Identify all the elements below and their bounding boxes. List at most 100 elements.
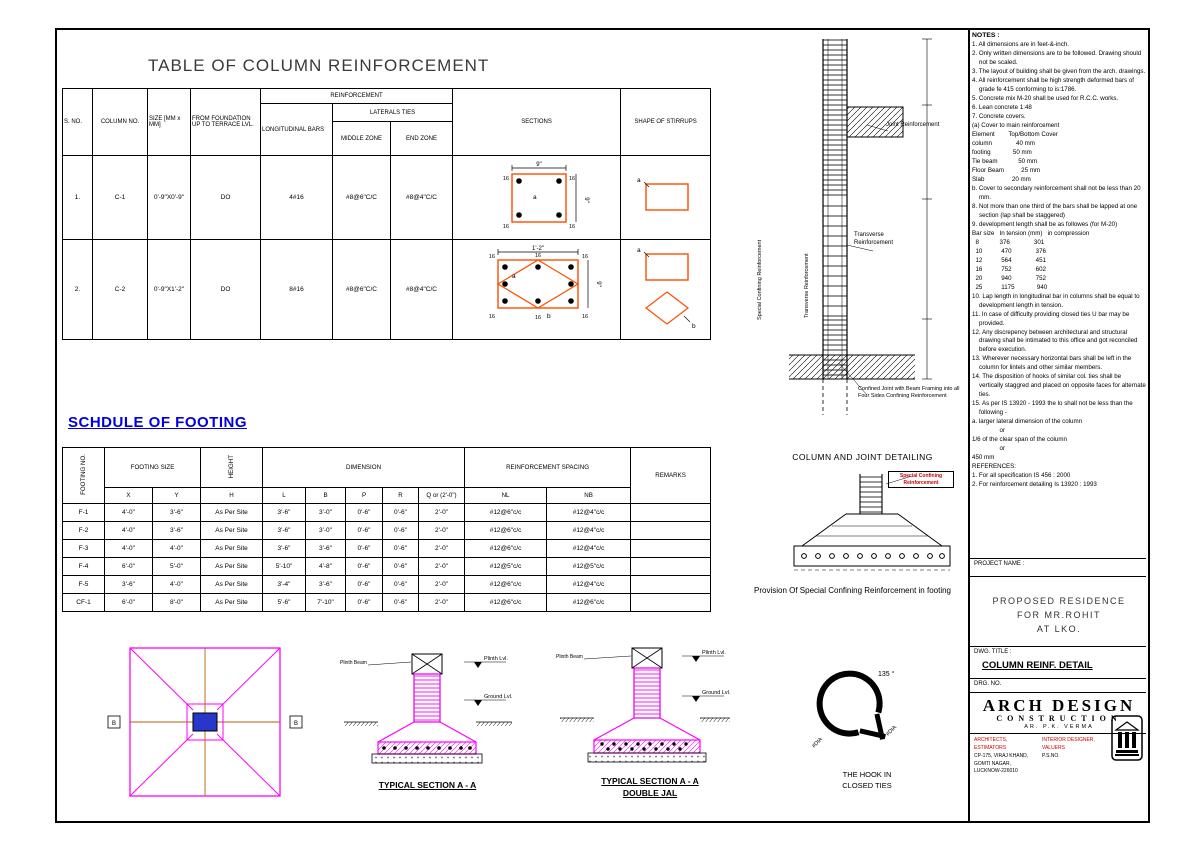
svg-text:#DIA: #DIA xyxy=(811,736,824,749)
svg-text:Ground Lvl.: Ground Lvl. xyxy=(702,690,731,696)
cell: SIZE [MM x MM] xyxy=(147,88,191,156)
cell xyxy=(630,539,712,558)
cell: 3'-0" xyxy=(305,503,347,522)
footing-table-title: SCHDULE OF FOOTING xyxy=(68,414,247,431)
cell: 5'-6" xyxy=(262,593,307,612)
cell: #12@6"c/c xyxy=(464,539,548,558)
svg-text:Plinth Lvl.: Plinth Lvl. xyxy=(484,656,508,662)
table-row: 2. C-2 0'-9"X1'-2" DO 8#16 #8@6"C/C #8@4… xyxy=(62,239,712,340)
firm-subtitle: CONSTRUCTION xyxy=(996,714,1122,723)
hook-caption-line2: CLOSED TIES xyxy=(842,781,892,790)
cell: 3'-6" xyxy=(305,539,347,558)
cell: 3'-6" xyxy=(305,575,347,594)
joint-reinforcement-label: Joint Reinforcement xyxy=(886,122,940,128)
column-joint-detailing-drawing xyxy=(789,38,932,415)
note-line: 450 mm xyxy=(972,454,995,462)
column-joint-caption: COLUMN AND JOINT DETAILING xyxy=(792,452,933,462)
cell: 0'-6" xyxy=(382,539,420,558)
cell: #8@4"C/C xyxy=(389,239,454,340)
cell: FROM FOUNDATION UP TO TERRACE LVL. xyxy=(190,88,261,156)
note-line: 25 1175 940 xyxy=(972,283,1048,291)
svg-text:Plinth Beam: Plinth Beam xyxy=(340,660,367,666)
dwg-title-label: DWG. TITLE : xyxy=(974,649,1012,655)
cell: a xyxy=(620,155,712,240)
cell: 7'-10" xyxy=(305,593,347,612)
cell: CF-1 xyxy=(62,593,105,612)
cell: #8@4"C/C xyxy=(389,155,454,240)
column-section-c1-drawing: 9" 16 16 16 16 9" a xyxy=(503,162,589,230)
special-confining-label-line1: Special Confining xyxy=(899,473,943,479)
note-line: a. larger lateral dimension of the colum… xyxy=(972,418,1083,426)
footing-confining-caption: Provision Of Special Confining Reinforce… xyxy=(754,586,951,595)
note-line: 15. As per IS 13920 - 1993 the lo shall … xyxy=(972,400,1135,417)
note-line: 7. Concrete covers. xyxy=(972,112,1026,120)
transverse-vertical-label: Transverse Reinforcement xyxy=(804,253,810,318)
cell: #12@6"c/c xyxy=(464,503,548,522)
cell: 1'-2" 16 16 16 16 16 16 9" a b xyxy=(452,239,622,340)
svg-text:#DIA: #DIA xyxy=(885,724,898,737)
project-name: PROPOSED RESIDENCE FOR MR.ROHIT AT LKO. xyxy=(972,594,1146,636)
cell: 2'-0" xyxy=(418,593,466,612)
cell: F-5 xyxy=(62,575,105,594)
cell: END ZONE xyxy=(389,121,454,156)
cell: As Per Site xyxy=(200,521,264,540)
cell: 2'-0" xyxy=(418,503,466,522)
cell: HEIGHT xyxy=(200,447,264,488)
cell xyxy=(630,503,712,522)
cell: 0'-6" xyxy=(345,557,384,576)
cell: 3'-6" xyxy=(104,575,153,594)
divider xyxy=(969,558,1146,559)
cell: 4'-0" xyxy=(104,521,153,540)
cell: MIDDLE ZONE xyxy=(332,121,391,156)
svg-text:9": 9" xyxy=(536,162,541,168)
cell: SECTIONS xyxy=(452,88,622,156)
footing-plan-drawing: B B xyxy=(107,647,303,797)
svg-text:16: 16 xyxy=(503,176,509,182)
contact-line: ESTIMATORS xyxy=(974,744,1007,751)
note-line: REFERENCES: xyxy=(972,463,1017,471)
svg-text:a: a xyxy=(637,247,641,254)
contact-line: INTERIOR DESIGNER, xyxy=(1042,737,1095,743)
cell: 5'-10" xyxy=(262,557,307,576)
project-name-line3: AT LKO. xyxy=(1036,624,1082,634)
cell xyxy=(630,557,712,576)
cell xyxy=(630,521,712,540)
cell xyxy=(630,575,712,594)
cell: 0'-9"X1'-2" xyxy=(147,239,191,340)
note-line: 12. Any discrepency between architectura… xyxy=(972,328,1140,354)
cell: S. NO. xyxy=(62,88,93,156)
cell: #12@4"c/c xyxy=(546,575,632,594)
notes-panel: NOTES : 1. All dimensions are in feet-&-… xyxy=(972,32,1146,490)
cell: 0'-6" xyxy=(382,557,420,576)
note-line: 3. The layout of building shall be given… xyxy=(972,67,1146,75)
cell: F-3 xyxy=(62,539,105,558)
footing-schedule-table: FOOTING NO. FOOTING SIZE HEIGHT DIMENSIO… xyxy=(62,447,712,612)
cell: 0'-6" xyxy=(382,575,420,594)
contact-line: CP-175, VIRAJ KHAND, xyxy=(974,753,1029,759)
cell: 9" 16 16 16 16 9" a xyxy=(452,155,622,240)
note-line: 16 752 602 xyxy=(972,265,1046,273)
header-row: LONGITUDINAL BARS LATERALS TIES xyxy=(63,103,711,156)
drg-no-label: DRG. NO. xyxy=(974,681,1002,687)
note-line: 1. All dimensions are in feet-&-inch. xyxy=(972,41,1069,48)
note-line: 20 940 752 xyxy=(972,274,1046,282)
cell: a b xyxy=(620,239,712,340)
project-name-line1: PROPOSED RESIDENCE xyxy=(992,596,1126,606)
cell: #12@6"c/c xyxy=(546,593,632,612)
cell: C-1 xyxy=(92,155,148,240)
note-line: Bar size In tension (mm) in compression xyxy=(972,229,1090,237)
divider xyxy=(969,576,1146,577)
svg-text:a: a xyxy=(533,194,537,201)
cell: NL xyxy=(464,487,548,504)
stirrup-a-drawing: a xyxy=(637,177,689,211)
note-line: 12 564 451 xyxy=(972,256,1046,264)
contact-line: GOMTI NAGAR, xyxy=(974,760,1011,767)
special-confining-label-line2: Reinforcement xyxy=(903,479,939,486)
contact-line: LUCKNOW-226010 xyxy=(974,768,1018,774)
cell: NB xyxy=(546,487,632,504)
cell: 0'-9"X0'-9" xyxy=(147,155,191,240)
